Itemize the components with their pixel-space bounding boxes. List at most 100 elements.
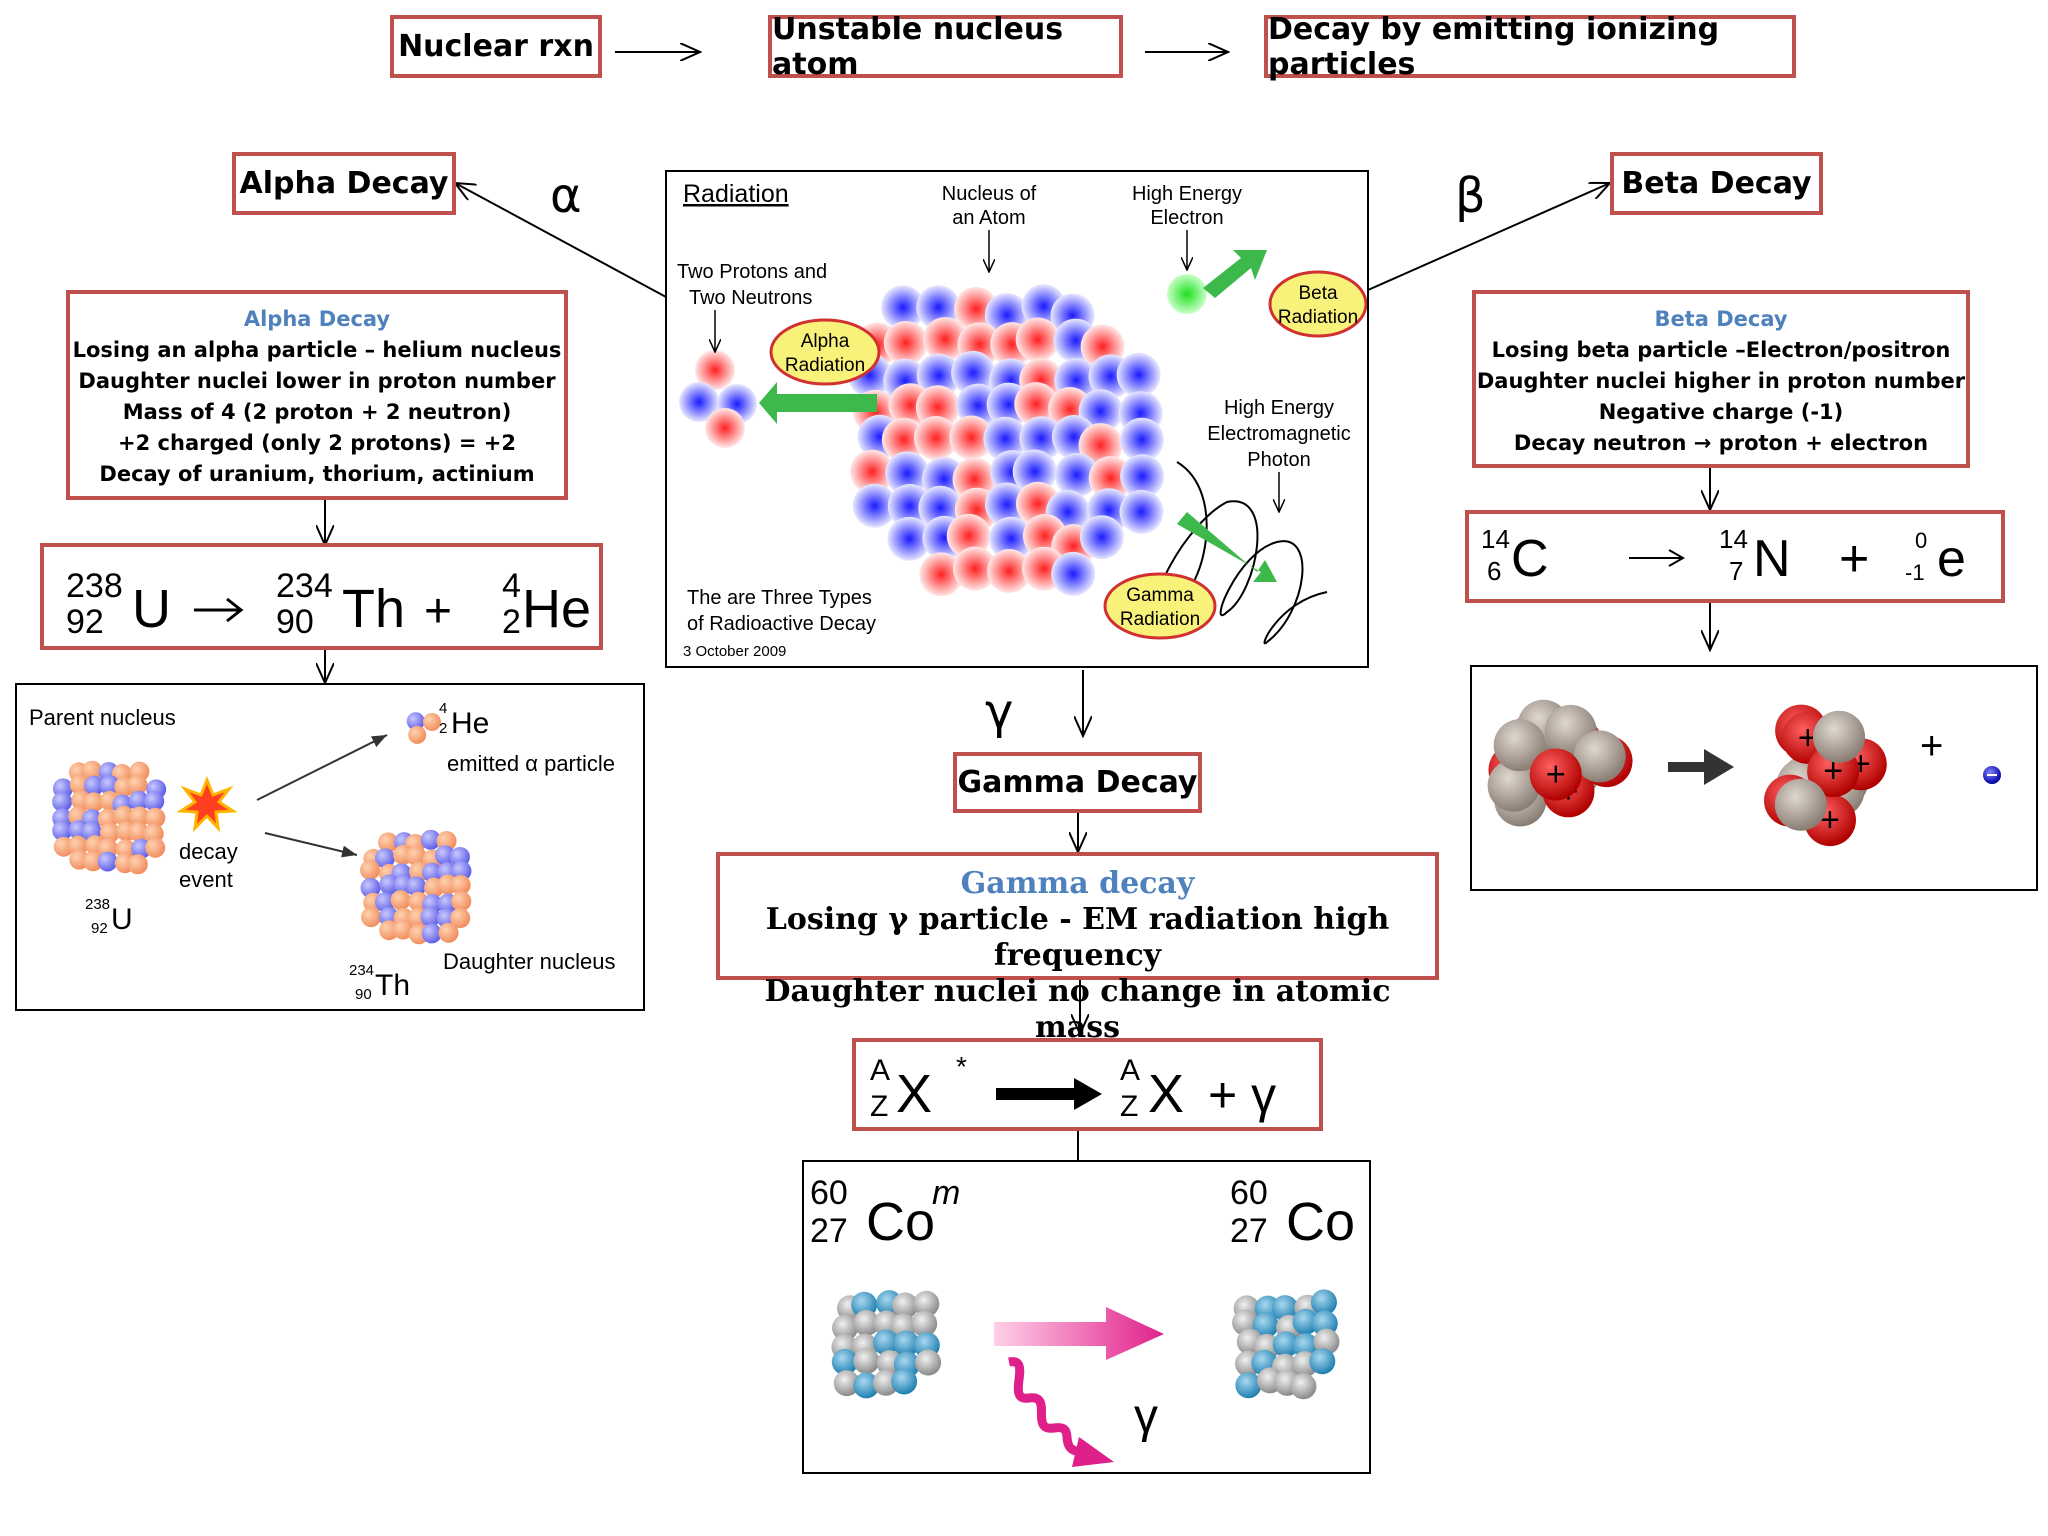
gamma-green-arrow — [1177, 512, 1277, 582]
photon-label-2: Electromagnetic — [1207, 423, 1350, 445]
proton-ball — [923, 317, 968, 362]
proton-ball — [127, 774, 148, 795]
neutron-ball — [1493, 719, 1546, 772]
gamma-z-2: Z — [1120, 1090, 1138, 1123]
alpha-info-line: Mass of 4 (2 proton + 2 neutron) — [122, 400, 512, 424]
gamma-decay-title: Gamma Decay — [953, 752, 1202, 813]
co-right-num: 27 — [1230, 1212, 1268, 1250]
u-sym-label: U — [111, 903, 133, 936]
proton-ball — [406, 845, 427, 866]
e-mass: 0 — [1915, 528, 1927, 553]
proton-ball — [450, 908, 471, 929]
cobalt-ground-nucleus — [1232, 1289, 1340, 1400]
beta-decay-diagram: ++++++ +++++++ + — [1470, 665, 2038, 891]
beta-green-arrow — [1203, 250, 1267, 298]
neutron-ball — [913, 1290, 940, 1317]
gamma-photon-symbol: γ — [1134, 1390, 1158, 1443]
beta-info-line: Daughter nuclei higher in proton number — [1476, 369, 1966, 393]
u-symbol: U — [132, 579, 171, 639]
neutron-ball — [984, 482, 1029, 527]
proton-ball — [360, 859, 381, 880]
gamma-reaction-arrow — [996, 1078, 1102, 1110]
proton-ball — [987, 549, 1032, 594]
nucleus-label: Nucleus of — [942, 183, 1037, 205]
neutron-ball — [52, 820, 73, 841]
beta-equation: 14 6 C 14 7 N + 0 -1 e — [1465, 510, 2005, 603]
neutron-ball — [951, 350, 996, 395]
proton-ball — [1529, 748, 1582, 801]
proton-ball — [451, 891, 472, 912]
proton-ball — [128, 821, 149, 842]
co-left-sym: Co — [866, 1192, 935, 1252]
neutron-ball — [375, 848, 396, 869]
beta-info-line: Decay neutron → proton + electron — [1513, 431, 1929, 455]
proton-ball — [695, 350, 735, 390]
alpha-info-line: Losing an alpha particle – helium nucleu… — [72, 338, 562, 362]
alpha-decay-diagram: Parent nucleus decay event 4 2 He emitte… — [15, 683, 645, 1011]
gamma-decay-diagram: 60 27 Co m 60 27 Co γ — [802, 1160, 1371, 1474]
gamma-a-2: A — [1120, 1054, 1140, 1087]
beta-panel-plus: + — [1920, 724, 1943, 768]
u-num-label: 92 — [91, 920, 108, 937]
proton-ball — [893, 1330, 920, 1357]
proton-ball — [82, 760, 103, 781]
cobalt-excited-nucleus — [831, 1290, 942, 1399]
proton-ball — [408, 725, 427, 744]
u-number: 92 — [66, 603, 104, 641]
daughter-nucleus — [360, 829, 472, 945]
electron-label-2: Electron — [1150, 207, 1223, 229]
caption-date: 3 October 2009 — [683, 643, 786, 660]
n-symbol: N — [1753, 530, 1791, 588]
u-mass: 238 — [66, 567, 123, 605]
proton-ball — [438, 922, 459, 943]
beta-daughter-nucleus: +++++++ — [1764, 704, 1887, 847]
he-sym-label: He — [451, 707, 489, 740]
caption-line-1: The are Three Types — [687, 587, 872, 609]
n-mass: 14 — [1719, 524, 1748, 554]
proton-ball — [145, 837, 166, 858]
c-number: 6 — [1487, 556, 1501, 586]
proton-ball — [1252, 1312, 1279, 1339]
neutron-ball — [406, 876, 427, 897]
co-right-sym: Co — [1286, 1192, 1355, 1252]
gamma-z-1: Z — [870, 1090, 888, 1123]
alpha-info-line: Decay of uranium, thorium, actinium — [99, 462, 535, 486]
neutron-ball — [420, 829, 441, 850]
neutron-ball — [422, 862, 443, 883]
proton-ball — [83, 792, 104, 813]
nucleus-label-2: an Atom — [952, 207, 1025, 229]
flow-step-nuclear-rxn: Nuclear rxn — [390, 15, 602, 78]
e-symbol: e — [1937, 530, 1966, 588]
proton-ball — [949, 415, 994, 460]
proton-ball — [378, 832, 399, 853]
co-left-mass: 60 — [810, 1174, 848, 1212]
radiation-svg: Radiation Nucleus of an Atom High Energy… — [677, 180, 1368, 660]
neutron-ball — [881, 285, 926, 330]
u-mass-label: 238 — [85, 896, 110, 913]
neutron-ball — [1019, 416, 1064, 461]
neutron-ball — [144, 791, 165, 812]
neutron-ball — [1487, 759, 1540, 812]
alpha-info-line: +2 charged (only 2 protons) = +2 — [118, 431, 516, 455]
co-left-state: m — [932, 1174, 960, 1212]
electron-dot — [1167, 274, 1207, 314]
neutron-ball — [887, 516, 932, 561]
beta-reaction-arrow — [1668, 549, 1686, 567]
he-number: 2 — [502, 603, 521, 641]
proton-ball — [1014, 382, 1059, 427]
alpha-symbol: α — [550, 168, 582, 224]
proton-ball — [361, 907, 382, 928]
neutron-ball — [1120, 454, 1165, 499]
proton-ball — [946, 513, 991, 558]
proton-plus-mark: + — [1798, 719, 1818, 757]
gamma-x-1: X — [896, 1064, 932, 1124]
proton-ball — [1015, 317, 1060, 362]
gamma-symbol: γ — [985, 684, 1014, 740]
alpha-decay-title: Alpha Decay — [232, 152, 456, 215]
proton-ball — [1235, 1372, 1262, 1399]
alpha-diagram-svg: Parent nucleus decay event 4 2 He emitte… — [29, 700, 615, 1003]
daughter-nucleus-label: Daughter nucleus — [443, 949, 615, 974]
th-mass-label: 234 — [349, 962, 374, 979]
proton-ball — [390, 890, 411, 911]
neutron-ball — [832, 1314, 859, 1341]
